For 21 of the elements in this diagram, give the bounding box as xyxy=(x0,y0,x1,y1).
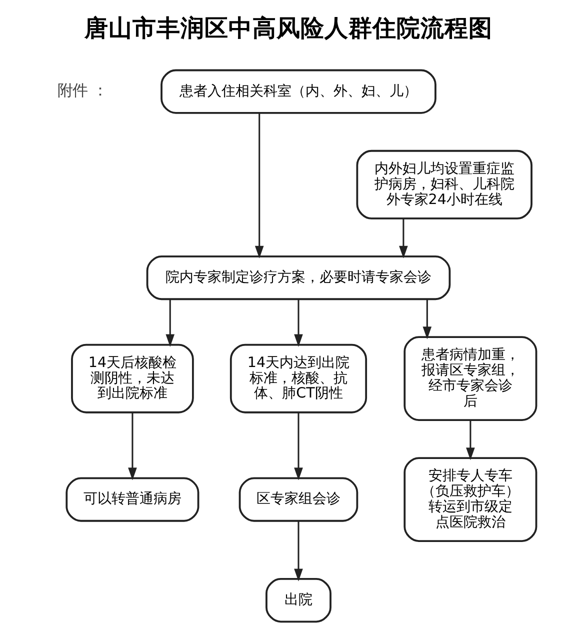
arrow xyxy=(422,299,432,340)
arrow xyxy=(399,218,408,258)
node-box: 出院 xyxy=(266,578,332,623)
arrow xyxy=(166,299,175,347)
arrow xyxy=(128,412,137,480)
arrow xyxy=(294,520,303,582)
node-box: 区专家组会诊 xyxy=(238,477,358,522)
arrow xyxy=(294,299,303,347)
node-box: 14天后核酸检测阴性，未达到出院标准 xyxy=(71,344,194,414)
node-box: 14天内达到出院标准，核酸、抗体、肺CT阴性 xyxy=(230,344,368,414)
node-box: 安排专人专车（负压救护车）转运到市级定点医院救治 xyxy=(404,457,538,542)
node-box: 患者病情加重，报请区专家组，经市专家会诊后 xyxy=(404,336,538,422)
node-box: 可以转普通病房 xyxy=(66,477,200,522)
diagram-title: 唐山市丰润区中高风险人群住院流程图 xyxy=(84,14,492,42)
arrow xyxy=(254,112,264,258)
arrow xyxy=(466,420,475,460)
arrow xyxy=(294,412,303,480)
node-box: 患者入住相关科室（内、外、妇、儿） xyxy=(160,69,436,114)
label: 附件 ： xyxy=(58,82,108,100)
node-box: 院内专家制定诊疗方案，必要时请专家会诊 xyxy=(146,255,451,300)
node-box: 内外妇儿均设置重症监护病房，妇科、儿科院外专家24小时在线 xyxy=(356,150,532,220)
